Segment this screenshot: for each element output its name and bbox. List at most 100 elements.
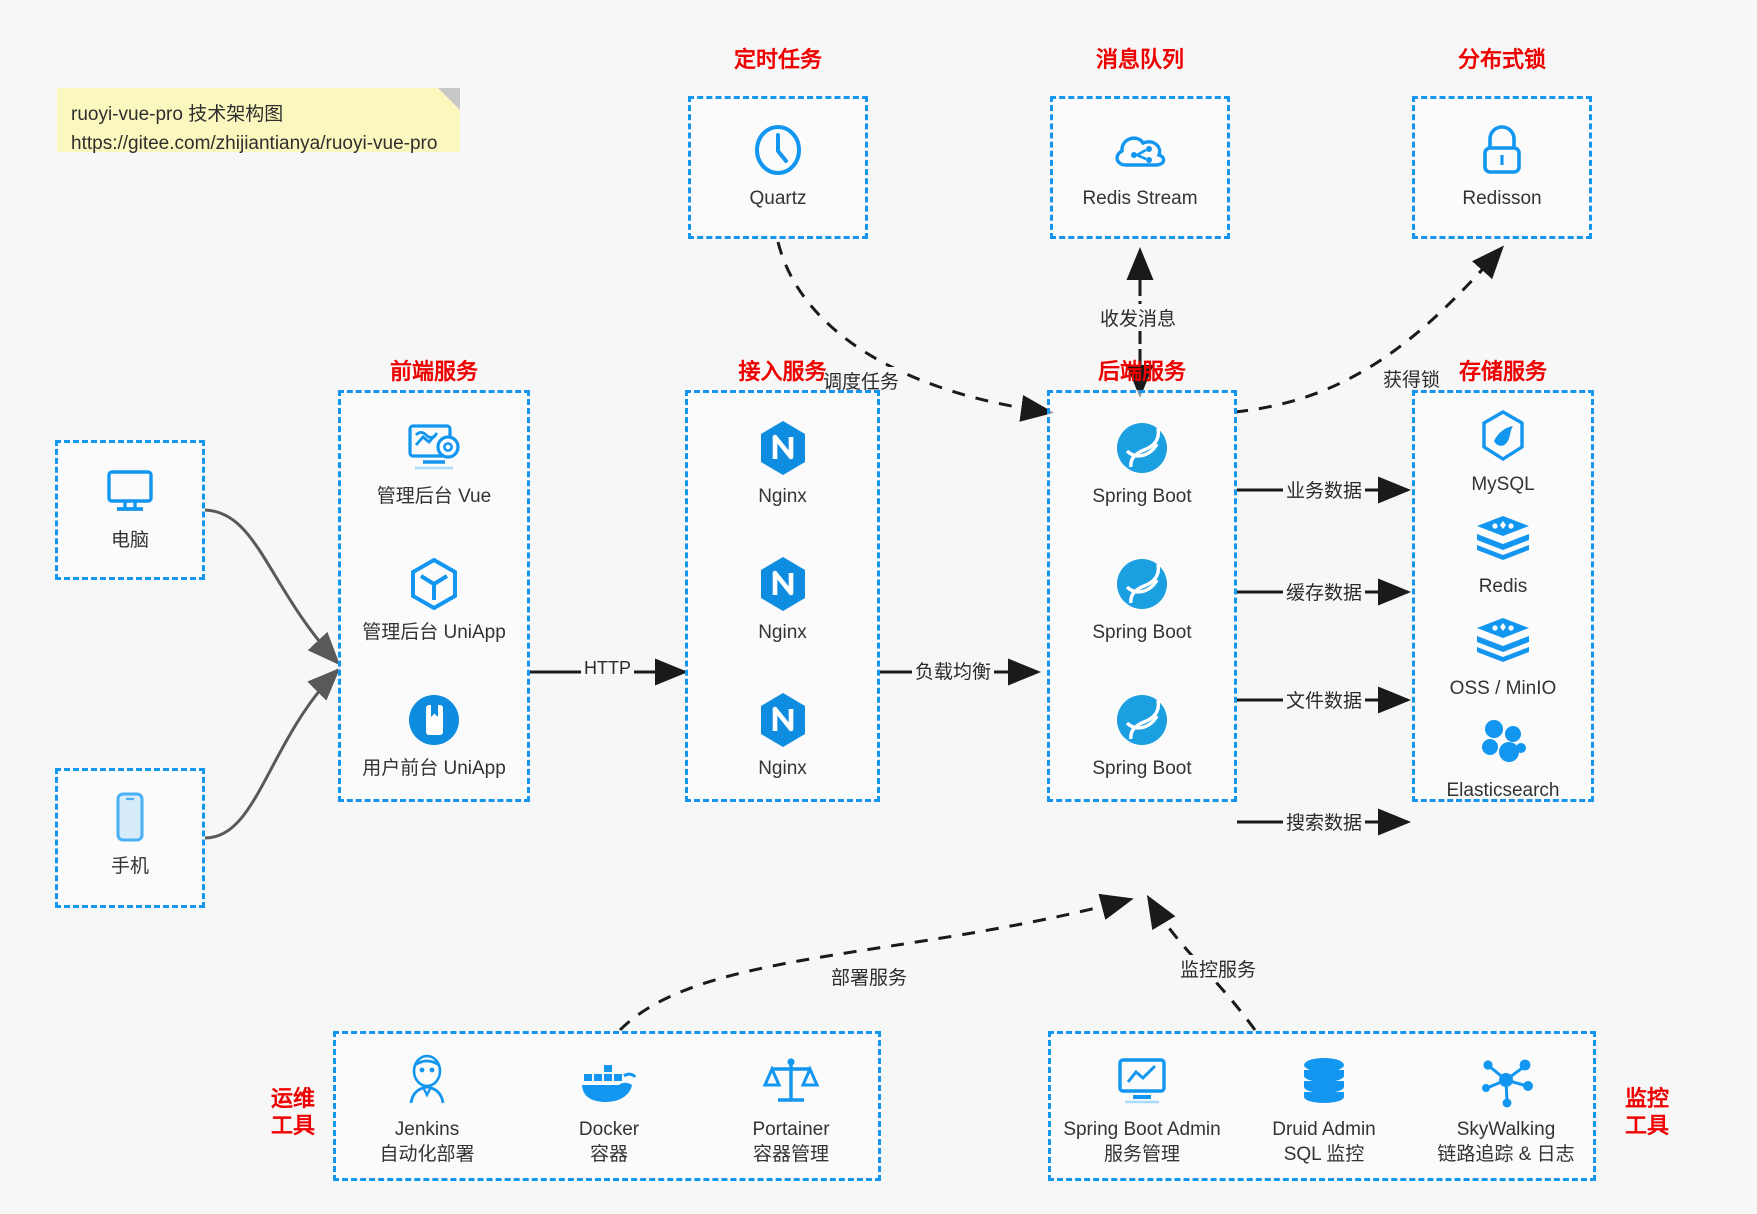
group-box-frontend[interactable]: 管理后台 Vue 管理后台 UniApp 用户前台 UniApp bbox=[338, 390, 530, 802]
node-desktop[interactable]: 电脑 bbox=[58, 463, 202, 553]
group-box-message-queue[interactable]: Redis Stream bbox=[1050, 96, 1230, 239]
node-jenkins[interactable]: Jenkins 自动化部署 bbox=[336, 1052, 518, 1167]
group-title-gateway: 接入服务 bbox=[738, 359, 827, 384]
node-label: Spring Boot bbox=[1092, 622, 1192, 643]
group-box-client-desktop[interactable]: 电脑 bbox=[55, 440, 205, 580]
edge-label-business-data: 业务数据 bbox=[1283, 476, 1366, 503]
node-redis[interactable]: Redis bbox=[1415, 509, 1591, 599]
node-spring-boot-3[interactable]: Spring Boot bbox=[1050, 691, 1234, 781]
redis-stack-icon bbox=[1415, 509, 1591, 567]
desktop-monitor-icon bbox=[58, 463, 202, 521]
node-quartz[interactable]: Quartz bbox=[691, 121, 865, 211]
node-mobile[interactable]: 手机 bbox=[58, 789, 202, 879]
node-admin-vue[interactable]: 管理后台 Vue bbox=[341, 419, 527, 509]
group-title-monitoring-line1: 监控 bbox=[1624, 1086, 1669, 1111]
mysql-dolphin-icon bbox=[1415, 407, 1591, 465]
node-spring-boot-1[interactable]: Spring Boot bbox=[1050, 419, 1234, 509]
node-redis-stream[interactable]: Redis Stream bbox=[1053, 121, 1227, 211]
node-label: Druid Admin bbox=[1272, 1119, 1376, 1140]
node-sublabel: 容器管理 bbox=[752, 1144, 829, 1165]
node-label: SkyWalking bbox=[1456, 1119, 1556, 1140]
node-label: Docker bbox=[578, 1119, 640, 1140]
node-redisson[interactable]: Redisson bbox=[1415, 121, 1589, 211]
portainer-scale-icon bbox=[700, 1052, 882, 1110]
node-admin-uniapp[interactable]: 管理后台 UniApp bbox=[341, 555, 527, 645]
group-title-devops: 运维 工具 bbox=[258, 1085, 328, 1139]
node-label: Quartz bbox=[749, 188, 807, 209]
group-title-message-queue: 消息队列 bbox=[1095, 47, 1184, 72]
node-druid-admin[interactable]: Druid Admin SQL 监控 bbox=[1233, 1052, 1415, 1167]
group-box-client-mobile[interactable]: 手机 bbox=[55, 768, 205, 908]
node-label: 管理后台 UniApp bbox=[362, 622, 506, 643]
group-title-devops-line2: 工具 bbox=[270, 1113, 315, 1138]
group-title-frontend: 前端服务 bbox=[389, 359, 478, 384]
redis-stack-icon bbox=[1415, 611, 1591, 669]
sticky-note: ruoyi-vue-pro 技术架构图 https://gitee.com/zh… bbox=[57, 88, 460, 154]
elasticsearch-icon bbox=[1415, 713, 1591, 771]
group-title-monitoring: 监控 工具 bbox=[1612, 1085, 1682, 1139]
node-label: Nginx bbox=[758, 622, 807, 643]
group-box-storage[interactable]: MySQL Redis bbox=[1412, 390, 1594, 802]
database-icon bbox=[1233, 1052, 1415, 1110]
node-sublabel: 自动化部署 bbox=[379, 1144, 475, 1165]
edge-label-deploy-service: 部署服务 bbox=[828, 963, 911, 990]
node-label: Nginx bbox=[758, 758, 807, 779]
docker-whale-icon bbox=[518, 1052, 700, 1110]
group-title-storage: 存储服务 bbox=[1458, 359, 1547, 384]
spring-leaf-icon bbox=[1050, 419, 1234, 477]
edge-label-monitor-service: 监控服务 bbox=[1177, 955, 1260, 982]
node-label: 用户前台 UniApp bbox=[362, 758, 506, 779]
node-label: Elasticsearch bbox=[1446, 780, 1560, 801]
node-label: Spring Boot Admin bbox=[1063, 1119, 1221, 1140]
node-label: Redis bbox=[1478, 576, 1528, 597]
cloud-stream-icon bbox=[1053, 121, 1227, 179]
dashboard-gear-icon bbox=[341, 419, 527, 477]
group-box-backend[interactable]: Spring Boot Spring Boot Spring Boot bbox=[1047, 390, 1237, 802]
node-mysql[interactable]: MySQL bbox=[1415, 407, 1591, 497]
node-label: 电脑 bbox=[110, 530, 149, 551]
node-label: Jenkins bbox=[394, 1119, 460, 1140]
spring-leaf-icon bbox=[1050, 555, 1234, 613]
nginx-icon bbox=[688, 691, 877, 749]
node-nginx-3[interactable]: Nginx bbox=[688, 691, 877, 781]
node-label: OSS / MinIO bbox=[1449, 678, 1557, 699]
node-label: 管理后台 Vue bbox=[376, 486, 492, 507]
node-skywalking[interactable]: SkyWalking 链路追踪 & 日志 bbox=[1415, 1052, 1597, 1167]
node-portainer[interactable]: Portainer 容器管理 bbox=[700, 1052, 882, 1167]
node-label: Portainer bbox=[752, 1119, 830, 1140]
jenkins-butler-icon bbox=[336, 1052, 518, 1110]
group-box-gateway[interactable]: Nginx Nginx Nginx bbox=[685, 390, 880, 802]
group-box-devops[interactable]: Jenkins 自动化部署 Docker 容器 bbox=[333, 1031, 881, 1181]
node-spring-boot-admin[interactable]: Spring Boot Admin 服务管理 bbox=[1051, 1052, 1233, 1167]
skywalking-node-icon bbox=[1415, 1052, 1597, 1110]
node-label: Nginx bbox=[758, 486, 807, 507]
edge-label-search-data: 搜索数据 bbox=[1283, 808, 1366, 835]
node-nginx-2[interactable]: Nginx bbox=[688, 555, 877, 645]
node-oss-minio[interactable]: OSS / MinIO bbox=[1415, 611, 1591, 701]
group-box-scheduled-task[interactable]: Quartz bbox=[688, 96, 868, 239]
edge-label-schedule-task: 调度任务 bbox=[820, 367, 903, 394]
app-circle-icon bbox=[341, 691, 527, 749]
edge-label-file-data: 文件数据 bbox=[1283, 686, 1366, 713]
group-title-backend: 后端服务 bbox=[1097, 359, 1186, 384]
note-title: ruoyi-vue-pro 技术架构图 bbox=[71, 104, 284, 125]
lock-icon bbox=[1415, 121, 1589, 179]
node-spring-boot-2[interactable]: Spring Boot bbox=[1050, 555, 1234, 645]
node-label: Spring Boot bbox=[1092, 486, 1192, 507]
node-nginx-1[interactable]: Nginx bbox=[688, 419, 877, 509]
monitor-chart-icon bbox=[1051, 1052, 1233, 1110]
nginx-icon bbox=[688, 555, 877, 613]
node-label: Redisson bbox=[1462, 188, 1542, 209]
node-user-uniapp[interactable]: 用户前台 UniApp bbox=[341, 691, 527, 781]
edge-label-http: HTTP bbox=[581, 658, 634, 679]
node-elasticsearch[interactable]: Elasticsearch bbox=[1415, 713, 1591, 803]
group-box-distributed-lock[interactable]: Redisson bbox=[1412, 96, 1592, 239]
node-label: Spring Boot bbox=[1092, 758, 1192, 779]
group-title-scheduled-task: 定时任务 bbox=[733, 47, 822, 72]
group-box-monitoring[interactable]: Spring Boot Admin 服务管理 Druid Admin SQL 监… bbox=[1048, 1031, 1596, 1181]
node-docker[interactable]: Docker 容器 bbox=[518, 1052, 700, 1167]
node-label: MySQL bbox=[1471, 474, 1535, 495]
spring-leaf-icon bbox=[1050, 691, 1234, 749]
cube-icon bbox=[341, 555, 527, 613]
